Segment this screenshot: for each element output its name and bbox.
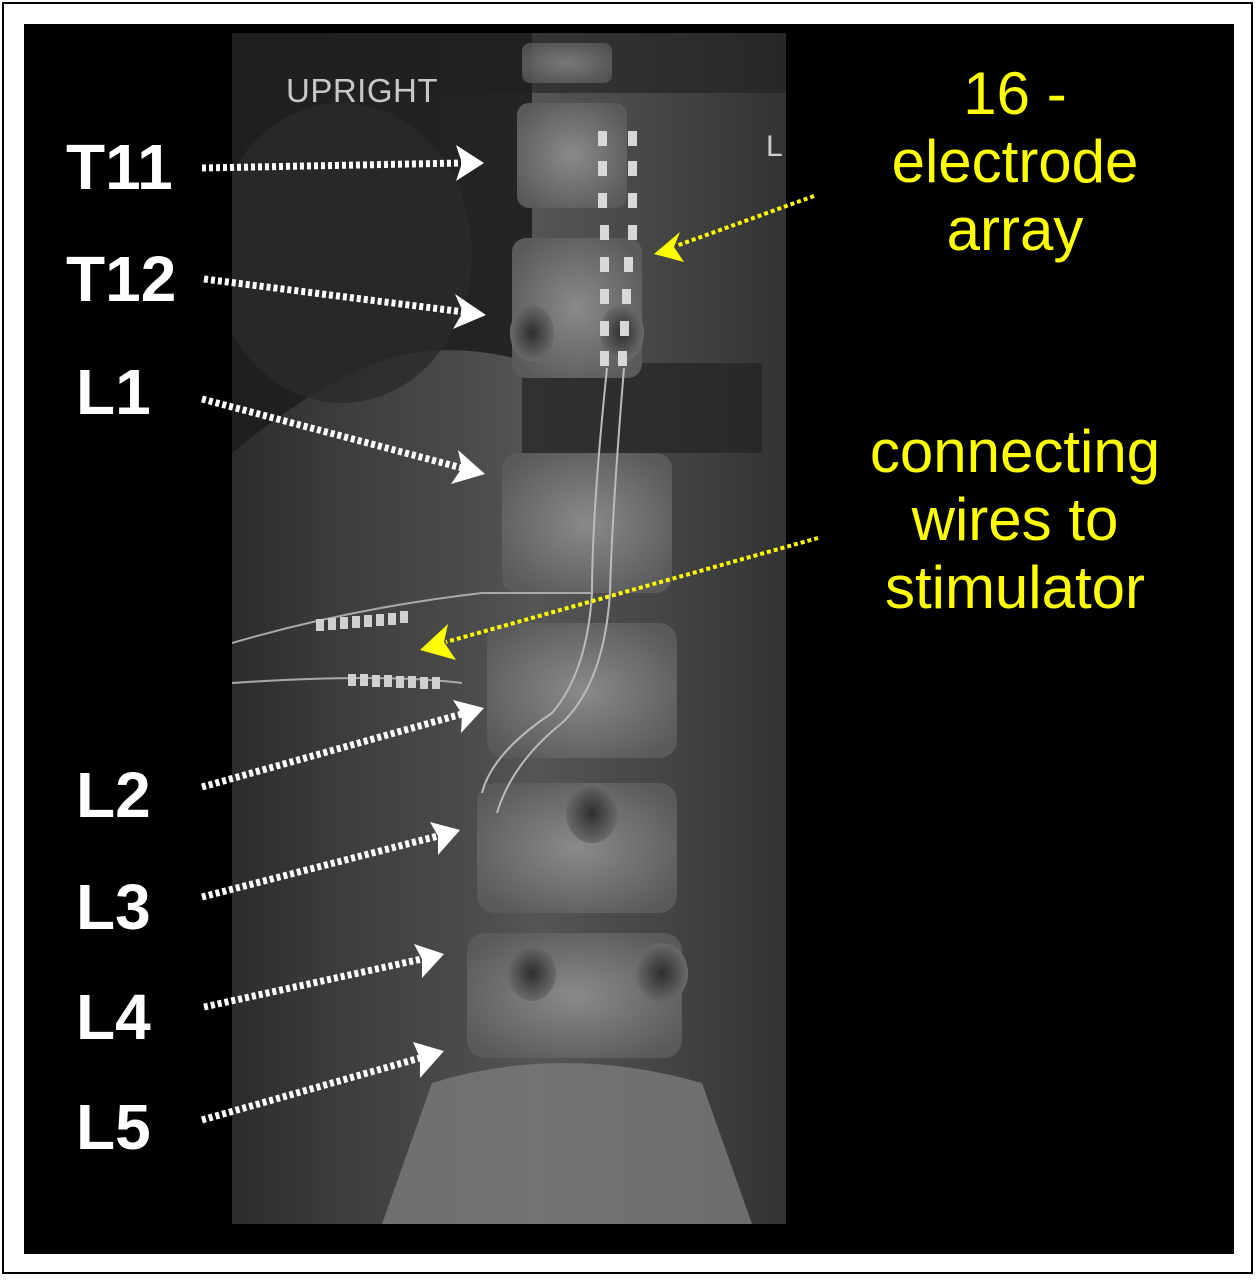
arrow-t11-head (456, 145, 484, 181)
arrow-electrode-head (654, 232, 684, 262)
vertebra-label-l4: L4 (76, 981, 151, 1053)
arrow-t12-head (453, 294, 486, 329)
vertebra-label-l3: L3 (76, 871, 151, 943)
connecting-wires-line-3: stimulator (884, 554, 1146, 621)
connecting-wires-line-1: connecting (869, 418, 1161, 485)
arrow-l1-head (451, 450, 485, 484)
electrode-array-line-2: electrode (891, 128, 1139, 195)
side-marker: L (766, 130, 783, 163)
arrow-electrode-shaft (675, 194, 815, 248)
xray-image (232, 33, 786, 1224)
connecting-wires-line-2: wires to (911, 486, 1119, 553)
electrode-array-line-3: array (946, 196, 1084, 263)
arrow-l1-shaft (201, 395, 463, 472)
arrow-l5-head (413, 1042, 444, 1078)
arrow-l4-head (414, 944, 444, 978)
vertebra-label-l1: L1 (76, 356, 151, 428)
arrow-wires-shaft (445, 536, 819, 644)
arrow-t12-shaft (203, 275, 465, 316)
connecting-wires-label: connecting wires to stimulator (830, 418, 1200, 622)
electrode-array-line-1: 16 - (963, 60, 1067, 127)
vertebra-label-t12: T12 (66, 243, 177, 315)
vertebra-label-l2: L2 (76, 759, 151, 831)
arrow-t11-shaft (201, 159, 463, 172)
view-label: UPRIGHT (286, 72, 438, 109)
arrow-l3-shaft (201, 832, 439, 901)
vertebra-label-l5: L5 (76, 1091, 151, 1163)
electrode-array-label: 16 - electrode array (845, 60, 1185, 264)
arrow-l4-shaft (203, 955, 423, 1011)
vertebra-label-t11: T11 (66, 131, 173, 203)
xray-anatomy (232, 33, 786, 1224)
arrow-l5-shaft (201, 1054, 421, 1124)
arrow-l3-head (430, 822, 460, 855)
arrow-l2-head (453, 700, 484, 733)
arrow-wires-head (420, 624, 456, 660)
arrow-l2-shaft (201, 710, 463, 791)
